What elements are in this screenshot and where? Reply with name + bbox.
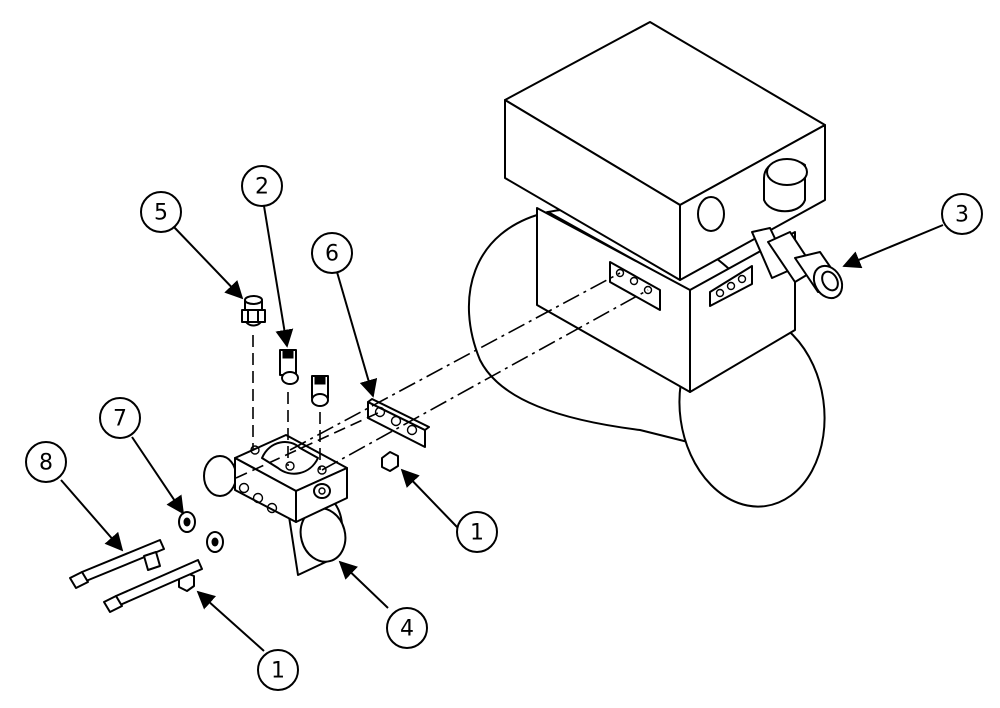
callout-1-right: 1: [456, 511, 498, 553]
flow-meter-body: [467, 21, 826, 508]
callout-label: 1: [271, 659, 285, 684]
part-7-washers: [178, 511, 224, 553]
callout-label: 2: [255, 175, 269, 200]
meter-sensor-port-right: [709, 265, 753, 307]
callout-label: 3: [955, 203, 969, 228]
callout-4: 4: [386, 607, 428, 649]
callout-1-bottom: 1: [257, 649, 299, 691]
part-6-gasket: [367, 398, 430, 448]
callout-3: 3: [941, 193, 983, 235]
leader-lines: [60, 205, 944, 652]
callout-2: 2: [241, 165, 283, 207]
callout-7: 7: [99, 397, 141, 439]
part-5-fitting: [241, 295, 266, 327]
callout-5: 5: [140, 191, 182, 233]
part-3-conduit-fitting: [751, 227, 844, 300]
part-4-manifold: [203, 434, 348, 576]
callout-label: 1: [470, 521, 484, 546]
callout-label: 4: [400, 617, 414, 642]
part-8-bolts: [69, 539, 203, 613]
alignment-lines: [235, 272, 649, 479]
callout-label: 5: [154, 201, 168, 226]
part-2-valve-a: [279, 349, 299, 385]
meter-sensor-port-left: [609, 261, 661, 311]
callout-label: 7: [113, 407, 127, 432]
part-1-nut-right: [381, 451, 399, 472]
callout-6: 6: [311, 232, 353, 274]
callout-label: 6: [325, 242, 339, 267]
callout-label: 8: [39, 451, 53, 476]
conduit-hole-front: [697, 196, 725, 232]
part-2-valve-b: [311, 375, 329, 407]
callout-8: 8: [25, 441, 67, 483]
